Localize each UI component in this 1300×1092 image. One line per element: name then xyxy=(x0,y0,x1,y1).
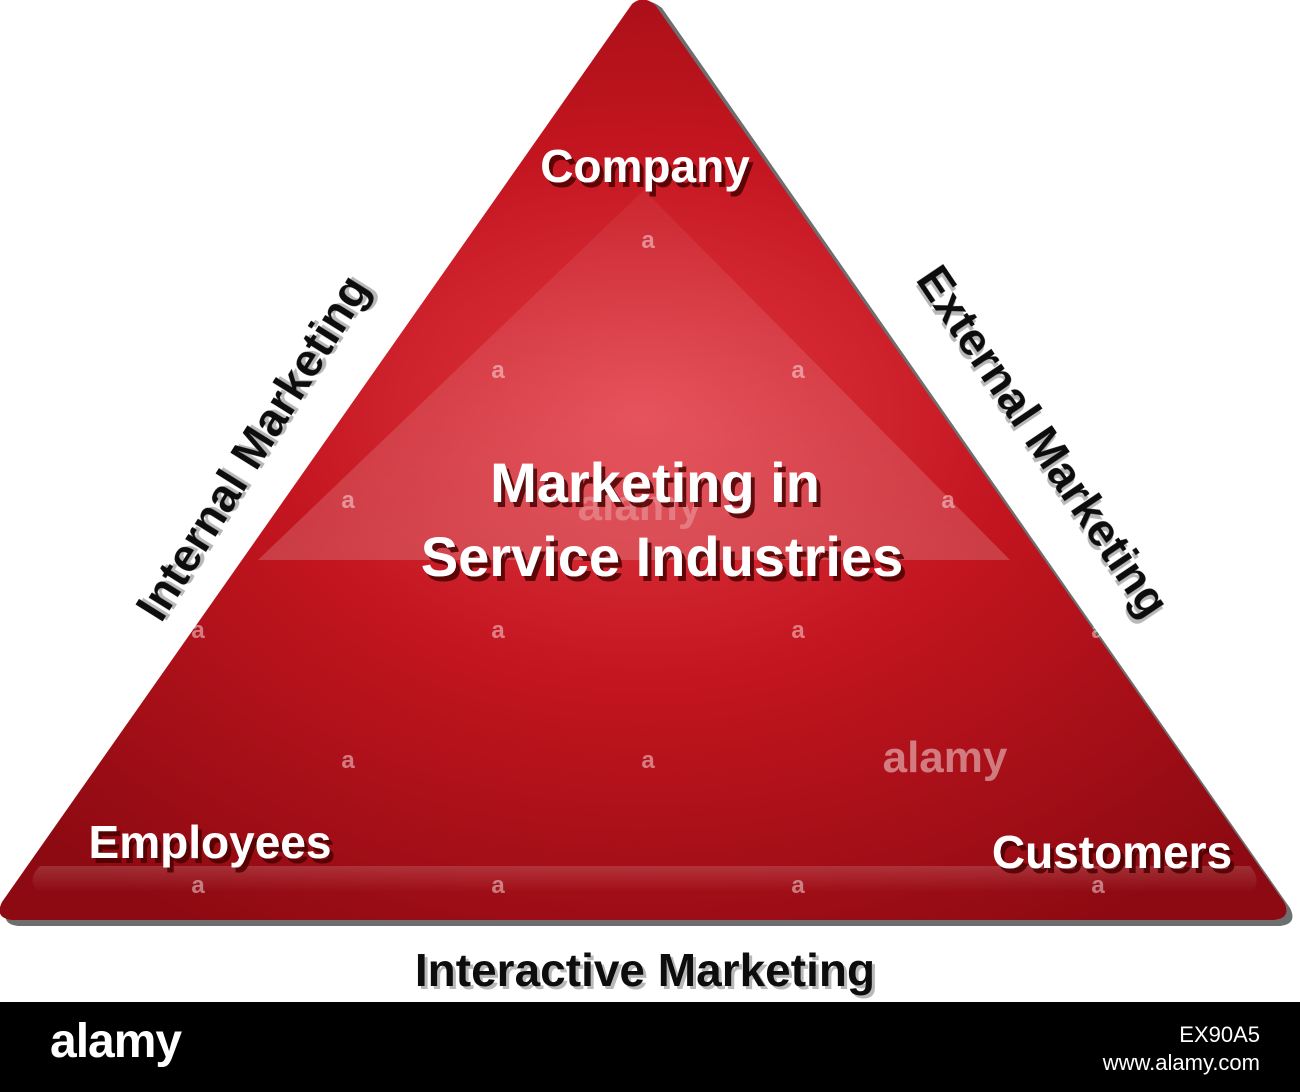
footer-url: www.alamy.com xyxy=(1102,1050,1260,1075)
vertex-label-company: Company xyxy=(540,140,750,192)
watermark-wordmark: alamy xyxy=(578,481,703,530)
watermark-mark: a xyxy=(641,227,655,254)
watermark-mark: a xyxy=(1091,617,1105,644)
edge-label-interactive-marketing: Interactive Marketing xyxy=(415,944,875,996)
diagram-canvas: a a a a a a a a a a a a a a a alamy alam… xyxy=(0,0,1293,996)
watermark-mark: a xyxy=(341,487,355,514)
center-title-line2: Service Industries xyxy=(421,525,903,588)
watermark-mark: a xyxy=(641,747,655,774)
center-title-line1: Marketing in xyxy=(490,451,820,514)
triangle-gloss xyxy=(258,190,1010,560)
triangle-base-bevel xyxy=(32,866,1257,892)
watermark-mark: a xyxy=(491,617,505,644)
watermark-mark: a xyxy=(191,617,205,644)
footer-bar: alamy EX90A5 www.alamy.com xyxy=(0,1002,1300,1092)
watermark-mark: a xyxy=(191,872,205,899)
watermark-mark: a xyxy=(341,747,355,774)
watermark-mark: a xyxy=(1091,872,1105,899)
watermark-mark: a xyxy=(491,872,505,899)
watermark-mark: a xyxy=(791,357,805,384)
footer-logo: alamy xyxy=(50,1015,182,1068)
watermark-mark: a xyxy=(791,617,805,644)
footer-image-id: EX90A5 xyxy=(1179,1022,1260,1047)
watermark-mark: a xyxy=(491,357,505,384)
watermark-wordmark: alamy xyxy=(883,733,1008,782)
watermark-mark: a xyxy=(941,487,955,514)
watermark-marks: a a a a a a a a a a a a a a a alamy alam… xyxy=(191,227,1105,899)
watermark-mark: a xyxy=(791,872,805,899)
vertex-label-employees: Employees xyxy=(89,816,332,868)
vertex-label-customers: Customers xyxy=(992,826,1232,878)
